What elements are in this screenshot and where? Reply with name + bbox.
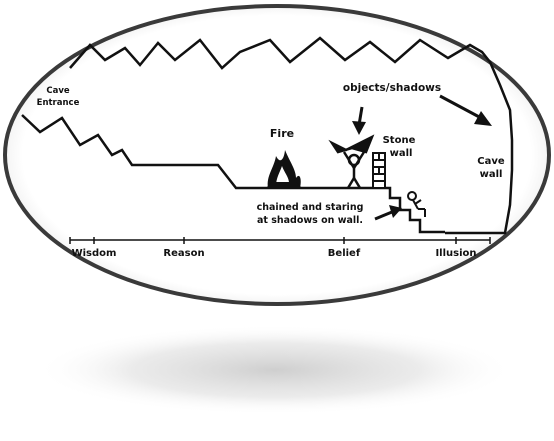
stone-wall-label-line1: Stone: [383, 135, 416, 146]
cave-wall-label-line2: wall: [480, 169, 503, 180]
fire-icon: [266, 150, 302, 188]
arrow-to-objects: [352, 106, 366, 135]
fire-label: Fire: [270, 127, 294, 140]
scale-label-illusion: Illusion: [435, 248, 476, 259]
cave-wall-label-line1: Cave: [477, 156, 505, 167]
scale-label-reason: Reason: [163, 248, 204, 259]
oval-drop-shadow: [35, 325, 515, 415]
arrow-to-cave-wall: [439, 94, 492, 126]
chained-prisoner-icon: [407, 191, 426, 217]
object-carrier-figure-icon: [328, 134, 375, 189]
cave-entrance-label-line2: Entrance: [37, 98, 80, 108]
knowledge-scale: Wisdom Reason Belief Illusion: [69, 237, 491, 259]
stone-wall-icon: [372, 152, 386, 189]
oval-frame: [3, 4, 551, 306]
objects-shadows-label: objects/shadows: [343, 82, 441, 94]
stone-wall-label-line2: wall: [390, 148, 413, 159]
scale-label-wisdom: Wisdom: [72, 248, 117, 259]
scale-label-belief: Belief: [328, 248, 361, 259]
chained-label-line1: chained and staring: [257, 202, 364, 213]
cave-entrance-label-line1: Cave: [46, 86, 70, 96]
cave-floor-line: [21, 114, 445, 234]
cave-ceiling-line: [69, 36, 514, 235]
arrow-to-prisoner: [374, 205, 402, 221]
chained-label-line2: at shadows on wall.: [257, 215, 363, 226]
